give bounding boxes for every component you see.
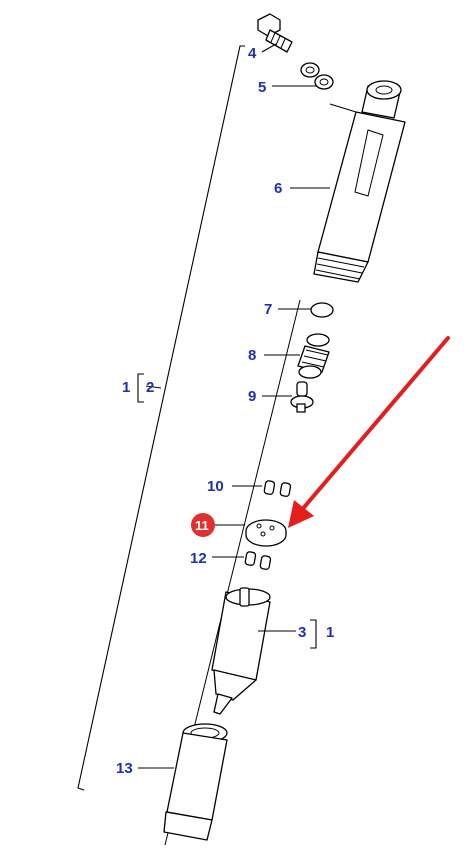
part-5-washers — [272, 62, 334, 90]
label-5: 5 — [258, 79, 266, 96]
part-6-holder-body — [290, 80, 406, 283]
label-8: 8 — [248, 347, 256, 364]
part-7-seal — [278, 302, 334, 318]
label-6: 6 — [274, 180, 282, 197]
assembly-bracket — [77, 45, 245, 791]
part-8-spring — [264, 333, 330, 379]
label-7: 7 — [264, 301, 272, 318]
part-10-dowels — [232, 480, 292, 497]
label-13: 13 — [116, 760, 133, 777]
bracket-1-to-2 — [137, 373, 144, 403]
label-3: 3 — [298, 624, 306, 641]
highlight-marker-11 — [191, 513, 215, 537]
label-9: 9 — [248, 388, 256, 405]
part-9-pin — [262, 381, 314, 413]
part-11-plate — [214, 519, 287, 547]
label-12: 12 — [190, 550, 207, 567]
highlight-arrow — [288, 336, 450, 528]
label-2: 2 — [146, 379, 154, 396]
label-1-nozzle: 1 — [326, 624, 334, 641]
part-3-nozzle — [211, 587, 296, 715]
label-10: 10 — [207, 478, 224, 495]
part-13-nut — [138, 723, 228, 841]
label-4: 4 — [248, 45, 257, 62]
part-12-dowels — [212, 551, 272, 570]
bracket-3-to-1 — [310, 619, 317, 649]
label-1-assembly: 1 — [122, 379, 130, 396]
label-11: 11 — [195, 518, 209, 533]
part-4-bolt — [257, 13, 293, 53]
